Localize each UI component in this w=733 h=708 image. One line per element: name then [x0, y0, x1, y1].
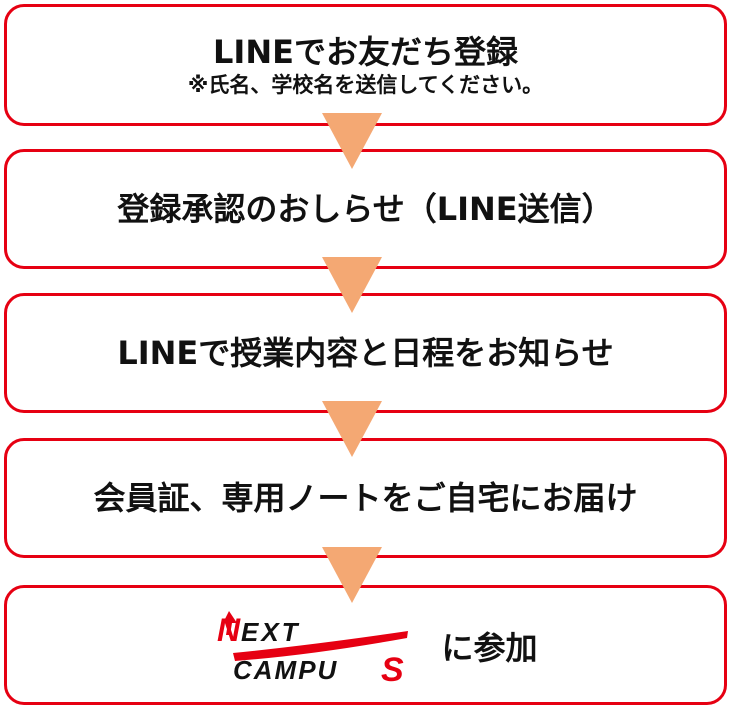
logo-arrow-icon — [223, 611, 238, 635]
down-triangle-icon — [322, 547, 382, 603]
down-triangle-icon — [322, 257, 382, 313]
next-campus-logo: N EXT CAMPU S — [217, 611, 409, 685]
step-1-note: ※氏名、学校名を送信してください。 — [187, 73, 544, 97]
step-2-title: 登録承認のおしらせ（LINE送信） — [117, 190, 614, 228]
step-5-title: に参加 — [441, 629, 538, 667]
logo-letter-n: N — [217, 612, 241, 648]
logo-next-rest: EXT — [241, 617, 301, 647]
step-4-title: 会員証、専用ノートをご自宅にお届け — [93, 479, 638, 517]
step-2-box: 登録承認のおしらせ（LINE送信） — [4, 149, 727, 269]
step-4-box: 会員証、専用ノートをご自宅にお届け — [4, 438, 727, 558]
logo-campus: CAMPU — [233, 655, 338, 685]
down-triangle-icon — [322, 401, 382, 457]
logo-letter-s: S — [381, 651, 404, 685]
down-triangle-icon — [322, 113, 382, 169]
step-5-box: N EXT CAMPU S に参加 — [4, 585, 727, 705]
step-1-box: LINEでお友だち登録 ※氏名、学校名を送信してください。 — [4, 4, 727, 126]
step-3-title: LINEで授業内容と日程をお知らせ — [117, 334, 614, 372]
step-1-title: LINEでお友だち登録 — [213, 33, 518, 71]
logo-swoosh — [233, 631, 409, 661]
